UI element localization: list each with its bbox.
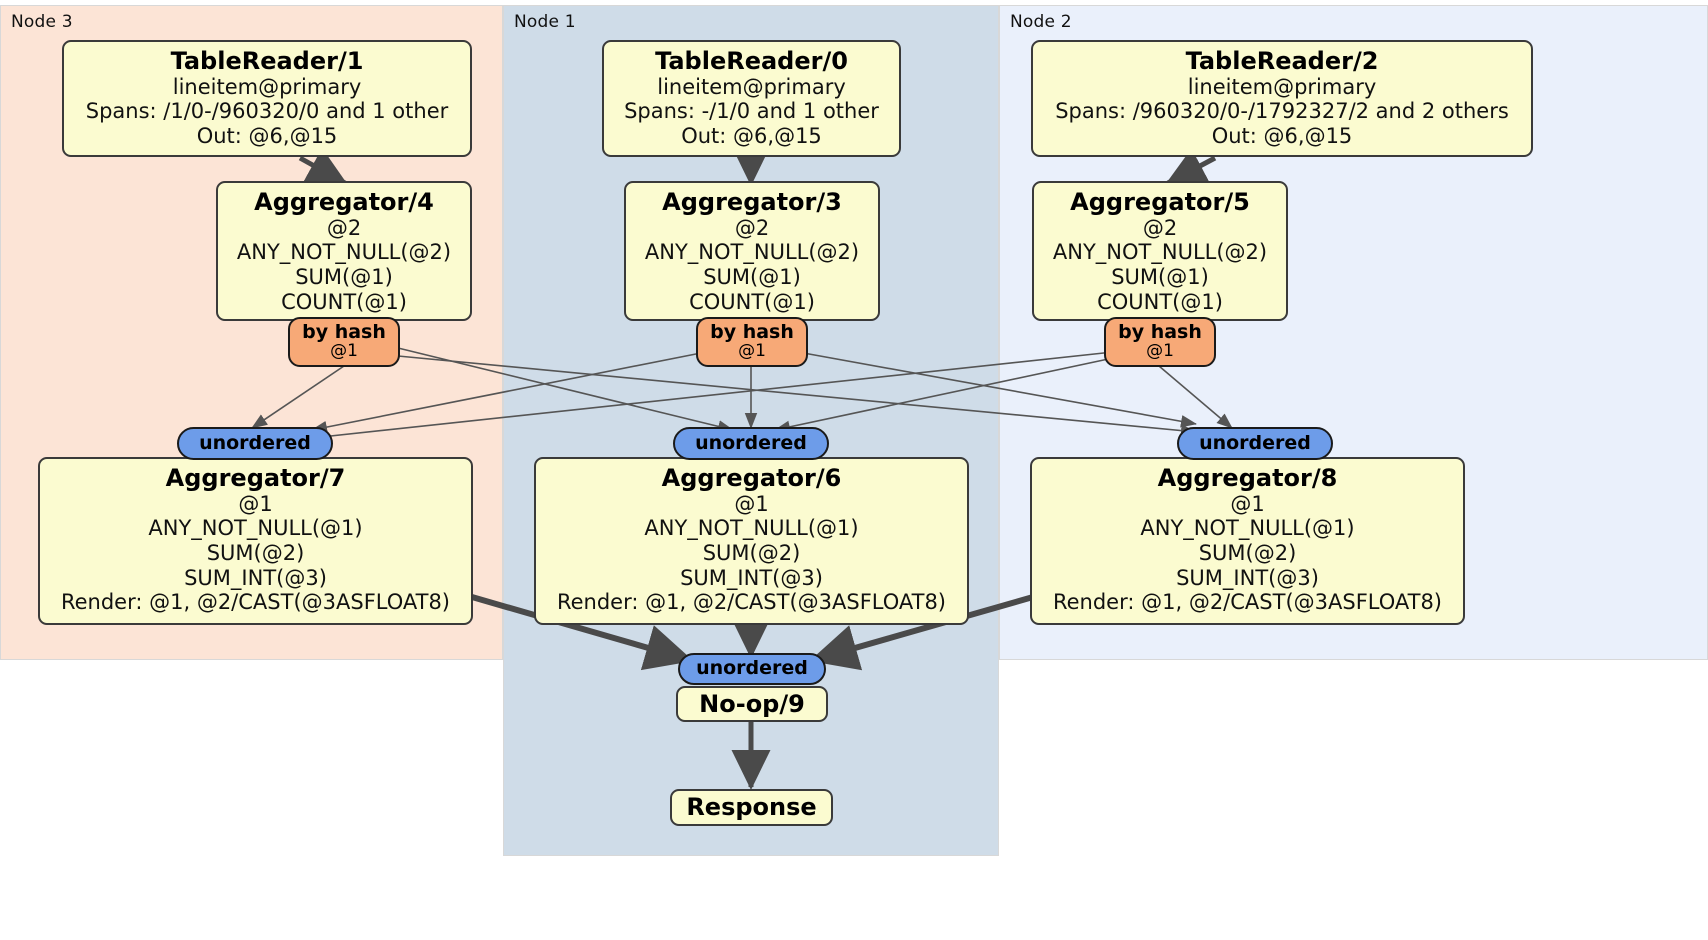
processor-line: Out: @6,@15 bbox=[681, 124, 822, 148]
router-sublabel: @1 bbox=[738, 341, 766, 362]
processor-line: @2 bbox=[1142, 215, 1178, 240]
processor-line: SUM(@1) bbox=[703, 265, 801, 289]
processor-line: SUM(@2) bbox=[702, 541, 801, 565]
router-by-hash-left[interactable]: by hash @1 bbox=[288, 317, 400, 367]
processor-tablereader2[interactable]: TableReader/2 lineitem@primary Spans: /9… bbox=[1031, 40, 1533, 157]
receiver-label: unordered bbox=[199, 431, 311, 454]
processor-title: Aggregator/8 bbox=[1157, 464, 1338, 492]
processor-line: Out: @6,@15 bbox=[196, 124, 338, 148]
processor-title: Aggregator/6 bbox=[661, 464, 842, 492]
processor-title: Aggregator/4 bbox=[254, 188, 434, 216]
processor-aggregator7[interactable]: Aggregator/7 @1 ANY_NOT_NULL(@1) SUM(@2)… bbox=[38, 457, 473, 625]
receiver-unordered-left[interactable]: unordered bbox=[177, 427, 333, 460]
processor-line: ANY_NOT_NULL(@2) bbox=[644, 240, 860, 265]
processor-line: lineitem@primary bbox=[1187, 74, 1377, 99]
receiver-unordered-mid[interactable]: unordered bbox=[673, 427, 829, 460]
receiver-label: unordered bbox=[695, 431, 807, 454]
processor-line: COUNT(@1) bbox=[689, 289, 815, 314]
node-label-node2: Node 2 bbox=[1010, 12, 1072, 32]
processor-line: Spans: /960320/0-/1792327/2 and 2 others bbox=[1055, 99, 1509, 124]
processor-line: lineitem@primary bbox=[172, 74, 362, 99]
processor-line: ANY_NOT_NULL(@2) bbox=[1052, 240, 1268, 265]
processor-title: Aggregator/5 bbox=[1070, 188, 1250, 216]
processor-line: SUM(@1) bbox=[1111, 265, 1209, 289]
processor-line: @1 bbox=[734, 491, 769, 516]
processor-aggregator5[interactable]: Aggregator/5 @2 ANY_NOT_NULL(@2) SUM(@1)… bbox=[1032, 181, 1288, 321]
receiver-label: unordered bbox=[1199, 431, 1311, 454]
router-label: by hash bbox=[710, 321, 794, 344]
processor-line: SUM(@1) bbox=[295, 265, 393, 289]
processor-line: Render: @1, @2/CAST(@3ASFLOAT8) bbox=[556, 590, 947, 615]
processor-title: No-op/9 bbox=[699, 689, 805, 718]
processor-tablereader1[interactable]: TableReader/1 lineitem@primary Spans: /1… bbox=[62, 40, 472, 157]
router-label: by hash bbox=[302, 321, 386, 344]
router-sublabel: @1 bbox=[1146, 341, 1174, 362]
router-by-hash-mid[interactable]: by hash @1 bbox=[696, 317, 808, 367]
processor-title: Aggregator/3 bbox=[662, 188, 842, 216]
processor-line: SUM_INT(@3) bbox=[184, 565, 327, 590]
processor-title: TableReader/0 bbox=[655, 47, 848, 75]
processor-aggregator4[interactable]: Aggregator/4 @2 ANY_NOT_NULL(@2) SUM(@1)… bbox=[216, 181, 472, 321]
receiver-unordered-right[interactable]: unordered bbox=[1177, 427, 1333, 460]
processor-line: @2 bbox=[326, 215, 362, 240]
processor-line: Spans: /1/0-/960320/0 and 1 other bbox=[85, 99, 449, 124]
processor-line: ANY_NOT_NULL(@1) bbox=[644, 516, 859, 541]
processor-line: lineitem@primary bbox=[657, 74, 846, 99]
node-label-node3: Node 3 bbox=[11, 12, 73, 32]
receiver-label: unordered bbox=[696, 657, 808, 680]
processor-title: TableReader/2 bbox=[1185, 47, 1379, 75]
processor-aggregator3[interactable]: Aggregator/3 @2 ANY_NOT_NULL(@2) SUM(@1)… bbox=[624, 181, 880, 321]
processor-line: COUNT(@1) bbox=[1097, 289, 1223, 314]
processor-tablereader0[interactable]: TableReader/0 lineitem@primary Spans: -/… bbox=[602, 40, 901, 157]
processor-line: @2 bbox=[734, 215, 770, 240]
processor-line: SUM_INT(@3) bbox=[680, 565, 823, 590]
router-by-hash-right[interactable]: by hash @1 bbox=[1104, 317, 1216, 367]
processor-line: @1 bbox=[1230, 491, 1265, 516]
processor-line: COUNT(@1) bbox=[281, 289, 407, 314]
processor-response[interactable]: Response bbox=[670, 789, 833, 826]
processor-noop9[interactable]: No-op/9 bbox=[676, 686, 828, 722]
processor-line: ANY_NOT_NULL(@2) bbox=[236, 240, 452, 265]
processor-line: SUM(@2) bbox=[1198, 541, 1297, 565]
processor-line: @1 bbox=[238, 491, 273, 516]
processor-line: Out: @6,@15 bbox=[1211, 124, 1353, 148]
processor-title: Aggregator/7 bbox=[165, 464, 346, 492]
router-label: by hash bbox=[1118, 321, 1202, 344]
processor-line: ANY_NOT_NULL(@1) bbox=[148, 516, 363, 541]
receiver-unordered-final[interactable]: unordered bbox=[678, 653, 826, 685]
node-label-node1: Node 1 bbox=[514, 12, 576, 32]
processor-line: Render: @1, @2/CAST(@3ASFLOAT8) bbox=[60, 590, 451, 615]
processor-aggregator8[interactable]: Aggregator/8 @1 ANY_NOT_NULL(@1) SUM(@2)… bbox=[1030, 457, 1465, 625]
processor-line: SUM(@2) bbox=[206, 541, 305, 565]
processor-line: SUM_INT(@3) bbox=[1176, 565, 1319, 590]
processor-line: Spans: -/1/0 and 1 other bbox=[624, 99, 879, 124]
router-sublabel: @1 bbox=[330, 341, 358, 362]
processor-aggregator6[interactable]: Aggregator/6 @1 ANY_NOT_NULL(@1) SUM(@2)… bbox=[534, 457, 969, 625]
processor-line: ANY_NOT_NULL(@1) bbox=[1140, 516, 1355, 541]
processor-line: Render: @1, @2/CAST(@3ASFLOAT8) bbox=[1052, 590, 1443, 615]
processor-title: Response bbox=[686, 793, 817, 822]
processor-title: TableReader/1 bbox=[170, 47, 364, 75]
